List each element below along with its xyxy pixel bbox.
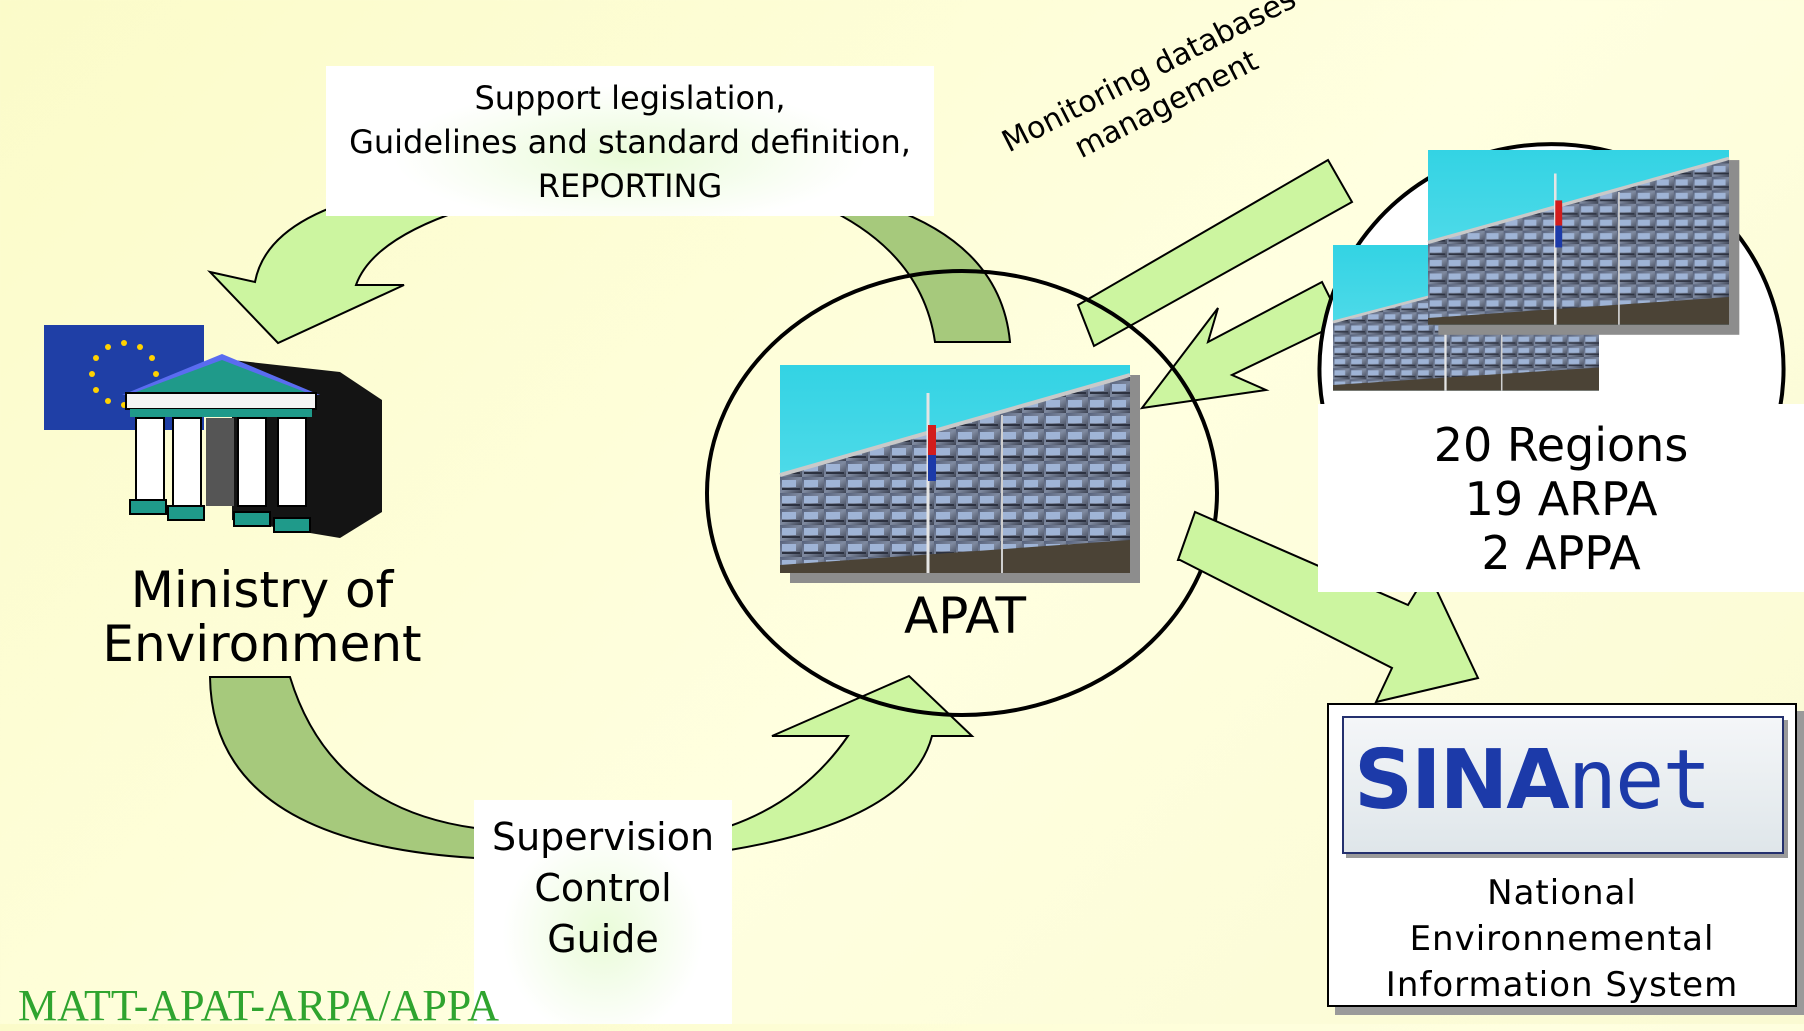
regions-building-photo-front: [1426, 148, 1740, 335]
sinanet-logo: SINAnet: [1342, 716, 1784, 854]
arrow-apat-to-sinanet: [1176, 510, 1480, 704]
apat-label: APAT: [903, 587, 1027, 645]
support-label-line-2: Guidelines and standard definition,: [349, 123, 911, 161]
regions-panel: [1318, 404, 1804, 592]
support-label: Support legislation, Guidelines and stan…: [326, 76, 934, 208]
ministry-label-line-1: Ministry of: [130, 561, 394, 619]
ministry-label-line-2: Environment: [102, 615, 422, 673]
arrow-supervision-to-apat: [729, 674, 975, 852]
sinanet-logo-part-net: net: [1567, 733, 1712, 828]
support-label-line-3: REPORTING: [537, 167, 723, 205]
apat-circle: [705, 269, 1219, 717]
support-label-line-1: Support legislation,: [474, 79, 786, 117]
supervision-label: Supervision Control Guide: [474, 812, 732, 965]
footer-caption: MATT-APAT-ARPA/APPA: [18, 981, 499, 1030]
regions-label-line-2: 19 ARPA: [1464, 472, 1658, 526]
supervision-panel: [474, 800, 732, 1024]
regions-label: 20 Regions 19 ARPA 2 APPA: [1318, 418, 1804, 580]
ministry-label: Ministry of Environment: [92, 563, 432, 671]
regions-label-line-3: 2 APPA: [1481, 526, 1641, 580]
apat-building-photo: [778, 363, 1140, 583]
arrow-apat-to-regions: [1076, 158, 1354, 348]
ministry-building-icon: [122, 354, 382, 538]
supervision-label-line-3: Guide: [547, 917, 659, 961]
regions-label-line-1: 20 Regions: [1433, 418, 1689, 472]
sinanet-description-line-2: Environnemental: [1409, 919, 1715, 959]
sinanet-description: National Environnemental Information Sys…: [1327, 870, 1797, 1008]
arrow-ministry-to-supervision: [208, 676, 476, 860]
sinanet-description-line-3: Information System: [1385, 965, 1739, 1005]
sinanet-logo-part-sina: SINA: [1354, 733, 1570, 828]
support-panel: [326, 66, 934, 216]
supervision-label-line-2: Control: [534, 866, 672, 910]
sinanet-description-line-1: National: [1487, 873, 1637, 913]
supervision-label-line-1: Supervision: [491, 815, 715, 859]
